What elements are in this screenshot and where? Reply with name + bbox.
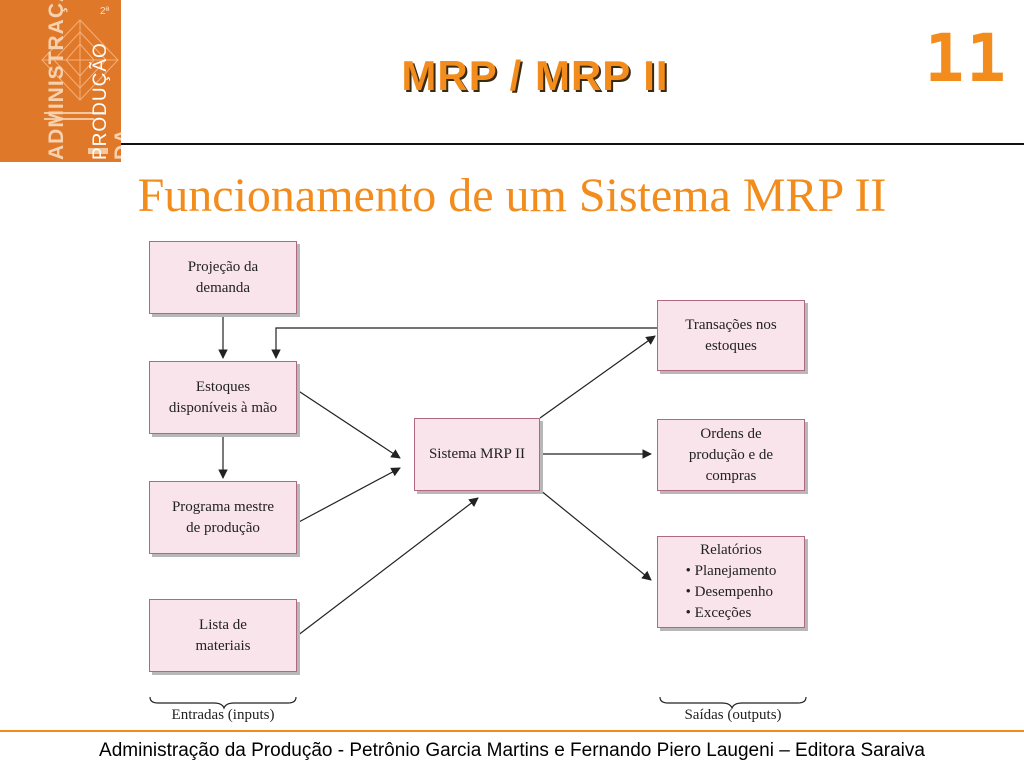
- header-divider: [121, 143, 1024, 145]
- output-box-stock-transactions-text: Transações nos estoques: [685, 315, 777, 357]
- input-box-master-schedule-text: Programa mestre de produção: [172, 497, 274, 539]
- box-line: de produção: [186, 519, 260, 536]
- box-line: produção e de: [688, 446, 774, 463]
- box-line: • Planejamento: [685, 563, 777, 579]
- output-box-stock-transactions: Transações nos estoques: [657, 300, 805, 371]
- box-line: Relatórios: [700, 542, 762, 558]
- arrow-mrp-to-transactions: [539, 335, 656, 419]
- slide-header: MRP / MRP II: [401, 52, 669, 99]
- cover-title-secondary: PRODUÇÃO: [46, 2, 111, 160]
- box-line: Projeção da: [187, 258, 259, 275]
- output-box-reports: Relatórios • Planejamento • Desempenho •…: [657, 536, 805, 628]
- box-line: materiais: [195, 637, 251, 654]
- box-line: Estoques: [195, 378, 251, 395]
- input-box-demand-forecast-text: Projeção da demanda: [188, 257, 258, 299]
- input-box-demand-forecast: Projeção da demanda: [149, 241, 297, 314]
- input-box-stock-on-hand: Estoques disponíveis à mão: [149, 361, 297, 434]
- inputs-label: Entradas (inputs): [171, 707, 275, 723]
- cover-diamond-graphic: [41, 19, 119, 154]
- center-box-mrp-system-text: Sistema MRP II: [429, 444, 525, 465]
- output-box-orders: Ordens de produção e de compras: [657, 419, 805, 491]
- arrow-mps-to-mrp: [296, 467, 401, 524]
- box-line: estoques: [705, 337, 757, 354]
- chapter-number: 11: [924, 20, 1008, 97]
- box-line: disponíveis à mão: [168, 399, 278, 416]
- box-line: • Exceções: [685, 605, 752, 621]
- footer-credits: Administração da Produção - Petrônio Gar…: [99, 740, 925, 761]
- arrow-stock-to-mrp: [296, 389, 401, 459]
- arrow-bom-to-mrp: [296, 497, 479, 637]
- output-box-reports-text: Relatórios • Planejamento • Desempenho •…: [686, 540, 777, 624]
- cover-edition: 2ª: [100, 6, 110, 17]
- box-line: Sistema MRP II: [428, 446, 526, 462]
- output-box-orders-text: Ordens de produção e de compras: [689, 424, 773, 487]
- input-box-bill-of-materials-text: Lista de materiais: [196, 615, 251, 657]
- footer-divider: [0, 730, 1024, 732]
- box-line: compras: [705, 467, 757, 484]
- cover-title: ADMINISTRAÇÃO DA: [2, 0, 121, 160]
- box-line: Ordens de: [700, 425, 762, 442]
- slide-title: Funcionamento de um Sistema MRP II: [137, 169, 887, 222]
- cover-title-line3: PRODUÇÃO: [90, 42, 111, 160]
- input-box-bill-of-materials: Lista de materiais: [149, 599, 297, 672]
- outputs-label: Saídas (outputs): [684, 707, 782, 723]
- box-line: • Desempenho: [685, 584, 773, 600]
- center-box-mrp-system: Sistema MRP II: [414, 418, 540, 491]
- input-box-stock-on-hand-text: Estoques disponíveis à mão: [169, 377, 277, 419]
- box-line: Lista de: [199, 616, 247, 633]
- box-line: demanda: [195, 279, 251, 296]
- book-cover: ADMINISTRAÇÃO DA PRODUÇÃO 2ª: [0, 0, 121, 162]
- input-box-master-schedule: Programa mestre de produção: [149, 481, 297, 554]
- arrow-mrp-to-reports: [539, 489, 652, 581]
- arrow-transactions-feedback: [271, 327, 657, 359]
- box-line: Transações nos: [685, 316, 777, 333]
- box-line: Programa mestre: [171, 498, 275, 515]
